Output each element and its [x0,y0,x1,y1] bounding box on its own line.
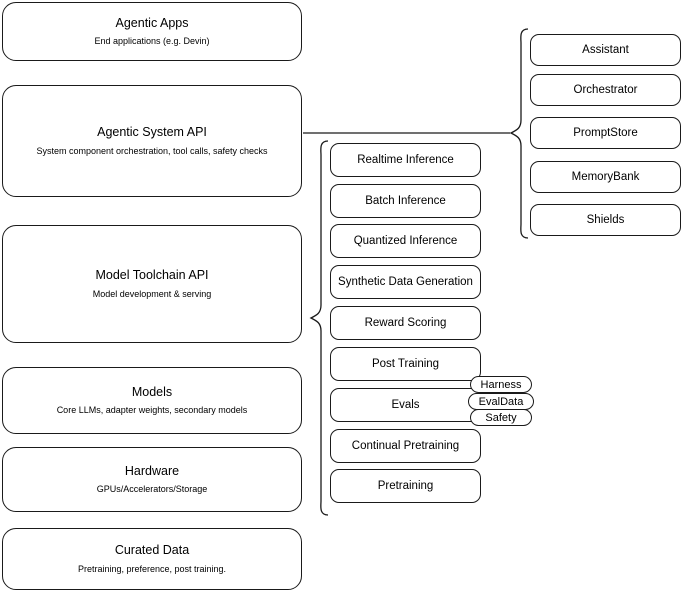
toolchain-item-label: Reward Scoring [364,316,447,329]
system-item-promptstore[interactable]: PromptStore [530,117,681,149]
layer-title: Agentic System API [97,125,207,140]
system-item-label: Assistant [582,43,629,56]
layer-hardware[interactable]: Hardware GPUs/Accelerators/Storage [2,447,302,512]
toolchain-item-label: Pretraining [377,479,434,492]
system-item-label: Shields [586,213,625,226]
evals-pill-evaldata[interactable]: EvalData [468,393,534,410]
toolchain-item-label: Evals [391,398,420,411]
system-item-orchestrator[interactable]: Orchestrator [530,74,681,106]
layer-model-toolchain-api[interactable]: Model Toolchain API Model development & … [2,225,302,343]
evals-pill-safety[interactable]: Safety [470,409,532,426]
layer-subtitle: System component orchestration, tool cal… [36,145,268,156]
toolchain-item-label: Batch Inference [365,194,446,207]
toolchain-item-quantized-inference[interactable]: Quantized Inference [330,224,481,258]
layer-subtitle: Core LLMs, adapter weights, secondary mo… [56,405,248,416]
toolchain-item-pretraining[interactable]: Pretraining [330,469,481,503]
evals-pill-harness[interactable]: Harness [470,376,532,393]
system-item-assistant[interactable]: Assistant [530,34,681,66]
toolchain-item-continual-pretraining[interactable]: Continual Pretraining [330,429,481,463]
toolchain-item-synthetic-data-generation[interactable]: Synthetic Data Generation [330,265,481,299]
evals-pill-label: EvalData [478,395,524,408]
layer-subtitle: Pretraining, preference, post training. [77,563,227,574]
toolchain-item-label: Synthetic Data Generation [338,275,473,288]
layer-models[interactable]: Models Core LLMs, adapter weights, secon… [2,367,302,434]
brace-system-components [509,28,529,239]
toolchain-item-realtime-inference[interactable]: Realtime Inference [330,143,481,177]
system-item-memorybank[interactable]: MemoryBank [530,161,681,193]
layer-subtitle: GPUs/Accelerators/Storage [96,484,208,495]
brace-toolchain-components [309,140,329,516]
system-item-label: MemoryBank [571,170,640,183]
toolchain-item-label: Post Training [371,357,440,370]
toolchain-item-label: Realtime Inference [357,153,454,166]
layer-title: Models [131,384,173,399]
toolchain-item-label: Quantized Inference [353,234,458,247]
layer-agentic-system-api[interactable]: Agentic System API System component orch… [2,85,302,197]
toolchain-item-reward-scoring[interactable]: Reward Scoring [330,306,481,340]
layer-title: Model Toolchain API [95,268,209,283]
toolchain-item-batch-inference[interactable]: Batch Inference [330,184,481,218]
evals-pill-label: Harness [480,378,522,391]
layer-agentic-apps[interactable]: Agentic Apps End applications (e.g. Devi… [2,2,302,61]
system-item-label: Orchestrator [573,83,638,96]
layer-subtitle: Model development & serving [92,288,212,299]
evals-pill-label: Safety [485,411,517,424]
layer-subtitle: End applications (e.g. Devin) [94,36,210,47]
toolchain-item-label: Continual Pretraining [351,439,460,452]
layer-title: Agentic Apps [115,15,189,30]
toolchain-item-post-training[interactable]: Post Training [330,347,481,381]
toolchain-item-evals[interactable]: Evals [330,388,481,422]
layer-title: Curated Data [114,543,190,558]
layer-title: Hardware [124,463,180,478]
system-item-shields[interactable]: Shields [530,204,681,236]
layer-curated-data[interactable]: Curated Data Pretraining, preference, po… [2,528,302,590]
system-item-label: PromptStore [573,126,638,139]
